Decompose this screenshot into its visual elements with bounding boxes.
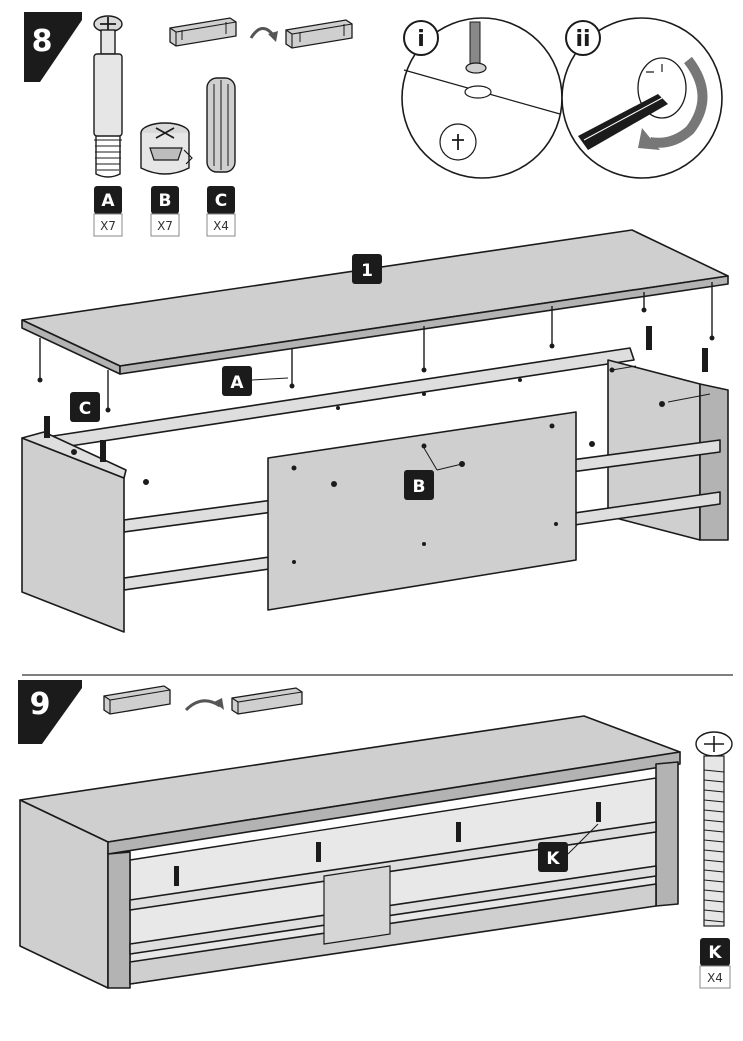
callout-c-label: C xyxy=(79,399,91,419)
part-a-letter: A xyxy=(101,191,115,211)
step-9-badge: 9 xyxy=(18,680,82,744)
callout-board-number: 1 xyxy=(352,254,382,284)
dowel-markers xyxy=(44,326,708,462)
detail-label-ii: ii xyxy=(575,27,590,52)
part-label-b: B X7 xyxy=(150,186,180,237)
wood-dowel-icon xyxy=(206,77,236,173)
part-b-letter: B xyxy=(159,191,172,211)
part-label-a: A X7 xyxy=(93,186,123,237)
step-8-number: 8 xyxy=(32,24,53,59)
callout-bolt-a: A xyxy=(222,366,252,396)
callout-k-label: K xyxy=(546,849,560,869)
step-8-badge-shape xyxy=(24,12,82,82)
callout-screw-k: K xyxy=(538,842,568,872)
part-a-quantity: X7 xyxy=(100,219,116,233)
step-8-assembly xyxy=(21,229,729,633)
assembled-upper-shelf xyxy=(129,821,657,911)
cam-lock-icon xyxy=(140,122,193,175)
step-9-badge-shape xyxy=(18,680,82,744)
cam-bolt-icon xyxy=(93,15,123,178)
part-label-c: C X4 xyxy=(206,186,236,237)
orientation-after-icon xyxy=(285,19,353,49)
part-c-quantity: X4 xyxy=(213,219,229,233)
callout-dowel-c: C xyxy=(70,392,100,422)
part-k-quantity: X4 xyxy=(707,971,723,985)
detail-circle-i: i xyxy=(401,17,563,179)
center-back-panel xyxy=(267,411,577,611)
detail-circle-ii: ii xyxy=(561,17,723,179)
assembled-lower-shelf xyxy=(129,865,657,955)
step-8-badge: 8 xyxy=(24,12,82,82)
part-b-quantity: X7 xyxy=(157,219,173,233)
detail-label-i: i xyxy=(417,27,425,52)
orientation-step9-before-icon xyxy=(103,685,171,715)
callout-b-label: B xyxy=(413,477,426,497)
callout-cam-lock-b: B xyxy=(404,470,434,500)
orientation-before-icon xyxy=(169,17,237,47)
part-k-letter: K xyxy=(708,943,722,963)
callout-a-label: A xyxy=(230,373,244,393)
part-c-letter: C xyxy=(215,191,227,211)
rotate-arrow-icon xyxy=(249,27,278,42)
step-9-assembled-unit xyxy=(19,715,681,989)
long-screw-icon xyxy=(695,731,733,927)
step-9-number: 9 xyxy=(30,687,51,722)
rotate-arrow-step9-icon xyxy=(184,698,224,712)
board-number-label: 1 xyxy=(361,261,373,281)
orientation-step9-after-icon xyxy=(231,687,303,715)
part-label-k: K X4 xyxy=(699,938,731,989)
